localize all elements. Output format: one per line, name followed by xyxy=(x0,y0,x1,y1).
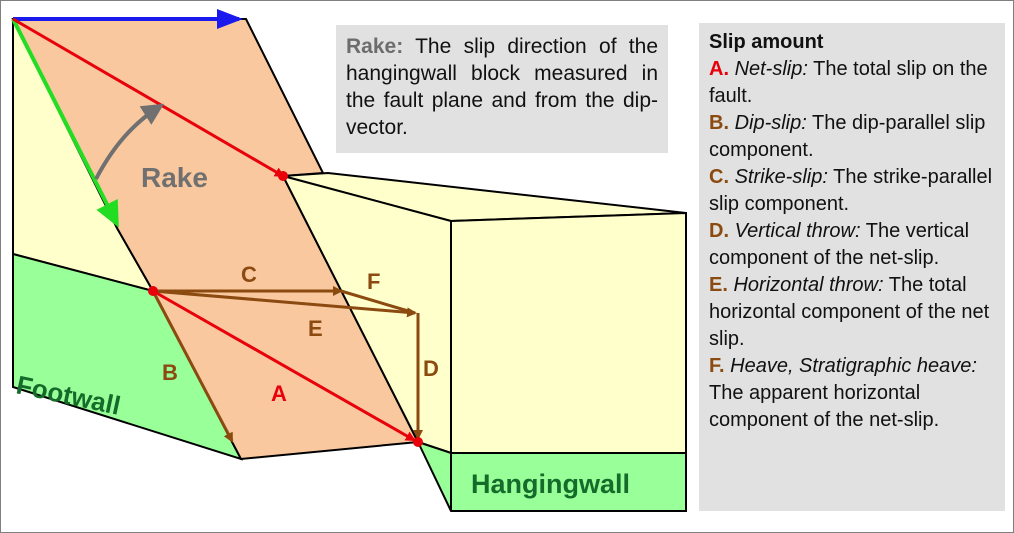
legend-item-vertical-throw: D. Vertical throw: The vertical componen… xyxy=(709,218,995,272)
legend-text: The vertical component of the net-slip. xyxy=(709,220,970,269)
horizontal-throw-vector xyxy=(152,289,417,318)
legend-term: Strike-slip: xyxy=(734,166,828,188)
heave-vector xyxy=(340,289,416,315)
legend-letter: C. xyxy=(709,166,729,188)
dip-slip-vector xyxy=(151,290,234,443)
legend-letter: D. xyxy=(709,220,729,242)
legend-term: Dip-slip: xyxy=(734,112,807,134)
legend-term: Horizontal throw: xyxy=(733,274,884,296)
label-a: A xyxy=(271,381,287,406)
label-b: B xyxy=(162,360,178,385)
rake-term: Rake: xyxy=(346,35,404,58)
legend-text: The total horizontal component of the ne… xyxy=(709,274,990,350)
legend-letter: B. xyxy=(709,112,729,134)
label-d: D xyxy=(423,356,439,381)
legend-text: The strike-parallel slip component. xyxy=(709,166,993,215)
legend-text: The total slip on the fault. xyxy=(709,58,988,107)
rake-definition-text: The slip direction of the hangingwall bl… xyxy=(346,35,658,139)
hangingwall-side-surface xyxy=(416,440,687,512)
net-slip-vector xyxy=(152,289,416,442)
legend-item-heave: F. Heave, Stratigraphic heave: The appar… xyxy=(709,353,995,434)
legend-letter: A. xyxy=(709,58,729,80)
rake-definition-box: Rake: The slip direction of the hangingw… xyxy=(336,25,668,153)
dip-vector xyxy=(11,18,119,228)
hangingwall-label: Hangingwall xyxy=(471,469,630,499)
net-slip-vector-top xyxy=(12,17,285,178)
label-e: E xyxy=(308,316,323,341)
legend-term: Heave, Stratigraphic heave: xyxy=(730,355,977,377)
legend-text: The dip-parallel slip component. xyxy=(709,112,986,161)
legend-letter: F. xyxy=(709,355,725,377)
label-f: F xyxy=(367,269,380,294)
legend-item-net-slip: A. Net-slip: The total slip on the fault… xyxy=(709,56,995,110)
legend-letter: E. xyxy=(709,274,728,296)
slip-amount-heading: Slip amount xyxy=(709,31,824,53)
legend-term: Vertical throw: xyxy=(734,220,861,242)
legend-item-horizontal-throw: E. Horizontal throw: The total horizonta… xyxy=(709,272,995,353)
hangingwall-front-face xyxy=(450,211,687,454)
legend-item-dip-slip: B. Dip-slip: The dip-parallel slip compo… xyxy=(709,110,995,164)
label-c: C xyxy=(241,262,257,287)
rake-label: Rake xyxy=(141,162,208,193)
legend-item-strike-slip: C. Strike-slip: The strike-parallel slip… xyxy=(709,164,995,218)
slip-amount-legend: Slip amount A. Net-slip: The total slip … xyxy=(699,23,1005,511)
legend-text: The apparent horizontal component of the… xyxy=(709,382,940,431)
rake-arc xyxy=(94,103,165,180)
legend-term: Net-slip: xyxy=(734,58,808,80)
